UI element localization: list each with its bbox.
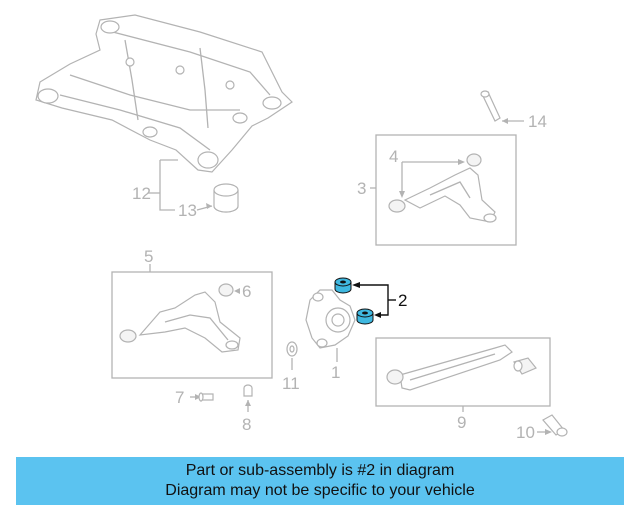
bushing-upper-highlighted bbox=[334, 277, 352, 294]
callout-2: 2 bbox=[398, 291, 407, 310]
parts-diagram: 12 13 14 3 4 5 6 1 bbox=[35, 14, 568, 442]
callout-14: 14 bbox=[528, 112, 547, 131]
lower-arm-drawing bbox=[119, 283, 241, 353]
upper-arm-drawing bbox=[388, 153, 497, 223]
subframe-bushing-drawing bbox=[213, 183, 239, 213]
callout-5: 5 bbox=[144, 247, 153, 266]
callout-10: 10 bbox=[516, 423, 535, 442]
callout-4: 4 bbox=[389, 147, 398, 166]
lateral-link-drawing bbox=[386, 344, 537, 391]
washer-drawing bbox=[286, 341, 298, 357]
banner-line-2: Diagram may not be specific to your vehi… bbox=[165, 482, 475, 499]
banner-line-1: Part or sub-assembly is #2 in diagram bbox=[185, 462, 455, 479]
subframe-drawing bbox=[35, 14, 293, 173]
assembly-box-3 bbox=[375, 134, 517, 246]
callout-1: 1 bbox=[331, 363, 340, 382]
knuckle-drawing bbox=[305, 289, 356, 349]
callout-11: 11 bbox=[282, 374, 300, 393]
info-banner: Part or sub-assembly is #2 in diagram Di… bbox=[16, 457, 624, 505]
callout-13: 13 bbox=[178, 201, 197, 220]
assembly-box-5 bbox=[111, 271, 273, 379]
bolt-14-drawing bbox=[480, 90, 501, 122]
bushing-lower-highlighted bbox=[356, 308, 374, 325]
bolt-10-drawing bbox=[542, 414, 568, 437]
nut-8-drawing bbox=[243, 384, 253, 397]
callout-7: 7 bbox=[175, 388, 184, 407]
callout-6: 6 bbox=[242, 282, 251, 301]
callout-12: 12 bbox=[132, 184, 151, 203]
callout-8: 8 bbox=[242, 415, 251, 434]
callout-3: 3 bbox=[357, 179, 366, 198]
bolt-7-drawing bbox=[198, 392, 214, 402]
callout-9: 9 bbox=[457, 413, 466, 432]
